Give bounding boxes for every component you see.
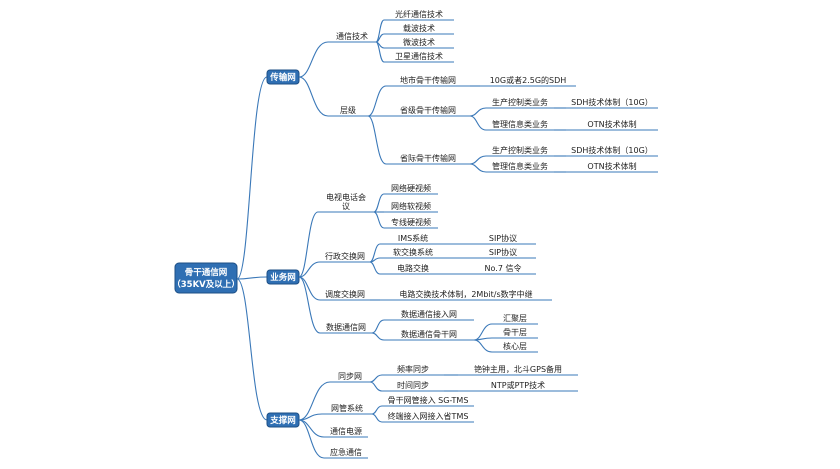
connector-line [371, 413, 383, 423]
node-branches-0-children-0-children-0: 光纤通信技术 [395, 9, 443, 19]
connector-line [369, 374, 383, 383]
node-branches-0-children-1-children-2-children-0-children-0: SDH技术体制（10G） [571, 145, 653, 155]
connector-line [371, 405, 383, 415]
node-branches-2-children-1: 网管系统 [331, 403, 363, 413]
node-branches-1-children-3: 数据通信网 [326, 322, 366, 332]
node-branches-1-children-3-children-1-children-1: 骨干层 [503, 328, 527, 337]
node-branches-2-children-3: 应急通信 [330, 447, 362, 457]
root-subtitle: （35KV及以上） [172, 279, 240, 290]
node-branches-0-children-1-children-0: 地市骨干传输网 [400, 75, 456, 85]
root-node[interactable] [174, 262, 238, 294]
connector-line [469, 163, 487, 173]
node-branches-0-children-1-children-1-children-0-children-0: SDH技术体制（10G） [571, 97, 653, 107]
connector-line [367, 85, 387, 117]
node-branches-0-children-0: 通信技术 [336, 31, 368, 41]
branch-2-label: 支撑网 [269, 415, 296, 426]
node-branches-0-children-0-children-3: 卫星通信技术 [395, 51, 443, 61]
node-branches-2-children-0: 同步网 [338, 372, 362, 381]
node-branches-0-children-1-children-1: 省级骨干传输网 [400, 105, 456, 115]
node-branches-2-children-0-children-1: 时间同步 [397, 380, 429, 390]
node-branches-1-children-3-children-0: 数据通信接入网 [401, 309, 457, 319]
node-branches-0-children-1-children-0-children-0: 10G或者2.5G的SDH [490, 75, 567, 85]
connector-line [375, 19, 385, 43]
connector-line [298, 419, 325, 459]
node-branches-2-children-0-children-0: 频率同步 [397, 364, 429, 374]
node-branches-1-children-0-children-2: 专线硬视频 [391, 217, 431, 227]
connector-line [371, 332, 385, 341]
connector-line [298, 419, 325, 438]
node-branches-0-children-1-children-1-children-1-children-0: OTN技术体制 [587, 119, 636, 129]
node-branches-2-children-1-children-0: 骨干网管接入 SG-TMS [388, 395, 469, 405]
node-branches-1-children-1-children-2-children-0: No.7 信令 [485, 263, 522, 273]
node-branches-1-children-1-children-0: IMS系统 [398, 233, 428, 243]
connector-line [298, 41, 329, 78]
connector-line [469, 115, 487, 131]
connector-line [236, 276, 268, 280]
connector-line [367, 115, 387, 165]
node-branches-1-children-0-children-0: 网络硬视频 [391, 183, 431, 193]
node-branches-2-children-0-children-1-children-0: NTP或PTP技术 [491, 380, 545, 390]
node-branches-0-children-1-children-2-children-1: 管理信息类业务 [492, 161, 548, 171]
connector-line [369, 257, 381, 263]
connector-line [298, 76, 329, 117]
connector-line [298, 276, 321, 334]
node-branches-1-children-0: 电视电话会议 [326, 192, 366, 211]
node-branches-1-children-1-children-1-children-0: SIP协议 [489, 247, 517, 257]
node-branches-1-children-2: 调度交换网 [325, 289, 365, 299]
connector-line [373, 193, 385, 213]
connector-line [469, 107, 487, 117]
node-branches-1-children-1: 行政交换网 [325, 251, 365, 261]
node-branches-1-children-3-children-1: 数据通信骨干网 [401, 329, 457, 339]
node-branches-0-children-1-children-2-children-1-children-0: OTN技术体制 [587, 161, 636, 171]
connector-line [298, 261, 321, 278]
node-branches-1-children-1-children-0-children-0: SIP协议 [489, 233, 517, 243]
node-branches-0-children-1-children-1-children-1: 管理信息类业务 [492, 119, 548, 129]
node-branches-0-children-0-children-1: 载波技术 [403, 23, 435, 33]
node-branches-1-children-1-children-1: 软交换系统 [393, 247, 433, 257]
connector-line [369, 381, 383, 392]
node-branches-1-children-3-children-1-children-0: 汇聚层 [503, 314, 527, 323]
node-branches-2-children-0-children-0-children-0: 铯钟主用，北斗GPS备用 [474, 364, 562, 374]
connector-line [236, 76, 268, 280]
connector-line [371, 319, 385, 334]
node-branches-2-children-2: 通信电源 [330, 426, 362, 436]
node-branches-0-children-1: 层级 [340, 105, 356, 115]
node-branches-1-children-0-children-1: 网络软视频 [391, 201, 431, 211]
branch-1-label: 业务网 [270, 272, 296, 283]
connector-line [236, 278, 268, 421]
connector-line [298, 381, 331, 421]
connector-line [473, 339, 493, 353]
root-title: 骨干通信网 [185, 267, 228, 278]
connector-line [375, 41, 385, 63]
connector-line [469, 155, 487, 165]
connector-line [369, 261, 381, 275]
node-branches-1-children-2-children-0: 电路交换技术体制，2Mbit/s数字中继 [399, 289, 532, 299]
node-branches-2-children-1-children-1: 终端接入网接入省TMS [388, 411, 469, 421]
node-branches-0-children-1-children-2-children-0: 生产控制类业务 [492, 145, 548, 155]
node-branches-1-children-1-children-2: 电路交换 [397, 263, 429, 273]
connector-line [373, 211, 385, 229]
branch-0-label: 传输网 [269, 72, 296, 83]
connector-line [298, 211, 319, 278]
node-branches-1-children-3-children-1-children-2: 核心层 [503, 341, 527, 351]
node-branches-0-children-1-children-2: 省际骨干传输网 [400, 153, 456, 163]
node-branches-0-children-1-children-1-children-0: 生产控制类业务 [492, 97, 548, 107]
node-branches-0-children-0-children-2: 微波技术 [403, 37, 435, 47]
